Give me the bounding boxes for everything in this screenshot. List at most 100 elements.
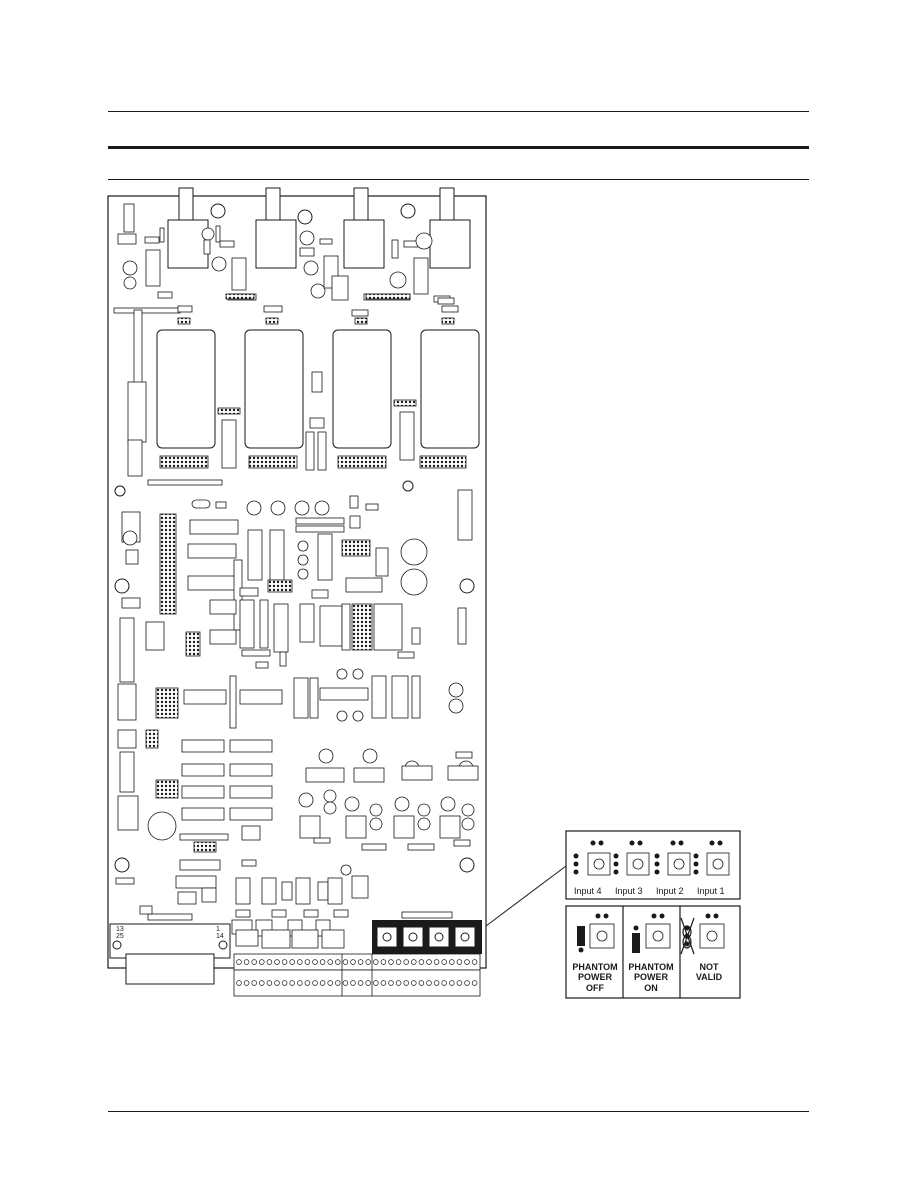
terminal-screw (319, 959, 326, 965)
terminal-screw (456, 959, 463, 965)
terminal-screw (365, 959, 371, 965)
terminal-screw (380, 980, 387, 986)
d-sub-connector (109, 923, 231, 985)
module-support-parts (177, 297, 459, 471)
terminal-screw (236, 959, 242, 965)
terminal-screw (281, 980, 288, 986)
terminal-screw (388, 959, 394, 965)
pin-label-13: 13 (116, 926, 124, 933)
pin-label-25: 25 (116, 933, 124, 940)
terminal-screw (441, 959, 447, 965)
terminal-screw (289, 959, 295, 965)
terminal-screw (243, 980, 250, 986)
terminal-screw (411, 980, 417, 986)
terminal-screw (403, 959, 409, 965)
terminal-screw (266, 959, 273, 965)
bottom-rule (108, 1111, 809, 1112)
terminal-screw (312, 959, 318, 965)
bottom-jumpers (231, 909, 453, 949)
inset-label-input-1: Input 1 (697, 886, 725, 896)
jumper-invalid-icon (680, 917, 695, 955)
inset-label-input-3: Input 3 (615, 886, 643, 896)
terminal-screw (471, 959, 478, 965)
callout-line (485, 865, 567, 927)
middle-section (121, 489, 473, 669)
top-rule-thin (108, 111, 809, 112)
terminal-screw (395, 980, 402, 986)
terminal-screw (243, 959, 250, 965)
terminal-screw (357, 959, 364, 965)
front-end-components (117, 203, 451, 303)
terminal-screw (403, 980, 409, 986)
terminal-screw (281, 959, 288, 965)
terminal-screw (471, 980, 478, 986)
terminal-screw (380, 959, 387, 965)
on-label-line-2: POWER (634, 972, 669, 982)
left-vertical-components (113, 307, 223, 486)
terminal-screw (433, 980, 440, 986)
terminal-screw (433, 959, 440, 965)
pin-label-14: 14 (216, 933, 224, 940)
terminal-screw (357, 980, 364, 986)
top-rule-lower (108, 179, 809, 180)
terminal-screw (297, 959, 303, 965)
left-column-lower (115, 617, 139, 885)
terminal-screw (327, 959, 333, 965)
top-rule-thick (108, 146, 809, 149)
terminal-screw (335, 959, 341, 965)
off-label-line-2: POWER (578, 972, 613, 982)
terminal-screw (365, 980, 371, 986)
terminal-screw (449, 980, 455, 986)
invalid-label-line-1: NOT (700, 962, 720, 972)
terminal-screw (236, 980, 242, 986)
module-headers (159, 293, 467, 469)
connector-pin-labels: 13 25 1 14 (116, 926, 224, 940)
terminal-screw (251, 980, 257, 986)
terminal-screw (259, 959, 265, 965)
pin-label-1: 1 (216, 926, 220, 933)
terminal-screw (426, 959, 432, 965)
terminal-screw (266, 980, 273, 986)
terminal-screw (449, 959, 455, 965)
invalid-label-line-2: VALID (696, 972, 723, 982)
terminal-screw (274, 959, 280, 965)
terminal-screw (319, 980, 326, 986)
terminal-screw (350, 959, 356, 965)
terminal-screw (274, 980, 280, 986)
terminal-screws (236, 959, 478, 986)
terminal-screw (411, 959, 417, 965)
terminal-screw (327, 980, 333, 986)
terminal-screw (304, 959, 311, 965)
terminal-screw (456, 980, 463, 986)
inset-phantom-panel: PHANTOM POWER OFF PHANTOM POWER ON NOT V… (565, 905, 741, 999)
input-connectors (167, 187, 471, 269)
off-label-line-3: OFF (586, 983, 604, 993)
terminal-screw (373, 980, 379, 986)
terminal-screw (426, 980, 432, 986)
inset-label-input-4: Input 4 (574, 886, 602, 896)
terminal-screw (297, 980, 303, 986)
terminal-screw (350, 980, 356, 986)
terminal-screw (251, 959, 257, 965)
terminal-screw (304, 980, 311, 986)
terminal-screw (342, 980, 349, 986)
on-label-line-3: ON (644, 983, 658, 993)
jumper-off-icon (577, 926, 585, 946)
lower-ic-block (145, 668, 464, 905)
mounting-holes (114, 203, 475, 873)
terminal-screw (418, 959, 425, 965)
channel-stages (298, 748, 479, 876)
terminal-screw (395, 959, 402, 965)
bottom-row-parts (139, 875, 369, 921)
terminal-screw (342, 959, 349, 965)
input-jumper-block (372, 920, 482, 954)
terminal-screw (464, 959, 470, 965)
on-label-line-1: PHANTOM (628, 962, 673, 972)
off-label-line-1: PHANTOM (572, 962, 617, 972)
terminal-screw (289, 980, 295, 986)
terminal-screw (418, 980, 425, 986)
amplifier-modules (156, 329, 480, 449)
terminal-screw (312, 980, 318, 986)
terminal-screw (441, 980, 447, 986)
